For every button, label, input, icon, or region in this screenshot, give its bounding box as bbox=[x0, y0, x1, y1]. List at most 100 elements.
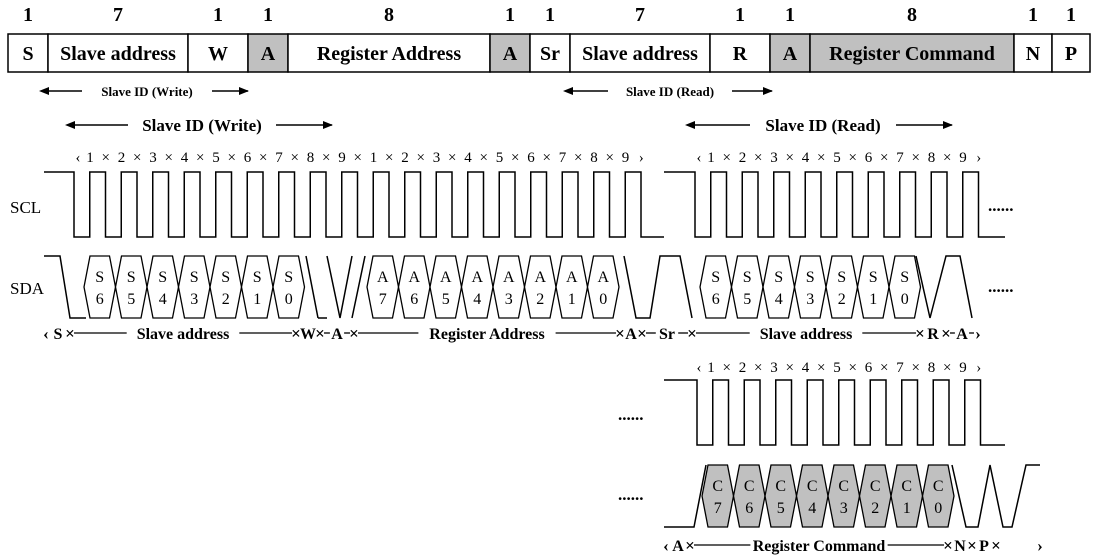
clock-count-labels: ‹1×2×3×4×5×6×7×8×9×1×2×3×4×5×6×7×8×9›‹1×… bbox=[76, 150, 982, 376]
frame-cell bbox=[187, 33, 249, 73]
sda-bit-letter: S bbox=[253, 269, 262, 286]
scl-waveform bbox=[44, 171, 664, 238]
segment-boundary: × bbox=[637, 324, 647, 343]
segment-label: Register Address bbox=[429, 326, 544, 343]
frame-cell bbox=[1013, 33, 1053, 73]
sda-bit-cell bbox=[827, 464, 861, 528]
sda-bit-index: 1 bbox=[903, 500, 911, 517]
clock-count-number: 9 bbox=[622, 150, 630, 166]
sda-bit-cell bbox=[83, 255, 117, 319]
scl-waveform bbox=[664, 379, 1005, 446]
sda-waveforms bbox=[44, 255, 1040, 528]
sda-bit-letter: S bbox=[127, 269, 136, 286]
count-separator: × bbox=[228, 150, 236, 166]
segment-boundary: × bbox=[915, 324, 925, 343]
clock-count-number: 4 bbox=[181, 150, 189, 166]
clock-count-number: 6 bbox=[527, 150, 535, 166]
big-arrow-write-label: Slave ID (Write) bbox=[142, 116, 262, 135]
clock-count-number: 6 bbox=[244, 150, 252, 166]
frame-bit-count: 1 bbox=[1066, 4, 1076, 26]
count-separator: × bbox=[943, 360, 951, 376]
ellipsis-cmd-scl: ...... bbox=[618, 405, 644, 424]
clock-count-number: 5 bbox=[833, 150, 841, 166]
count-separator: × bbox=[354, 150, 362, 166]
segment-boundary: × bbox=[687, 324, 697, 343]
sda-bit-letter: A bbox=[377, 269, 389, 286]
segment-boundary: ‹ bbox=[663, 536, 669, 555]
sda-bit-letter: S bbox=[806, 269, 815, 286]
frame-bit-count: 1 bbox=[263, 4, 273, 26]
sda-bit-index: 5 bbox=[127, 291, 135, 308]
sda-bit-index: 3 bbox=[190, 291, 198, 308]
frame-bit-count: 1 bbox=[785, 4, 795, 26]
count-open-bracket: ‹ bbox=[697, 360, 702, 376]
sda-bit-letter: A bbox=[503, 269, 515, 286]
clock-count-number: 7 bbox=[275, 150, 283, 166]
clock-count-number: 7 bbox=[559, 150, 567, 166]
sda-bit-cell bbox=[732, 464, 766, 528]
sda-bit-cell bbox=[921, 464, 955, 528]
segment-label: P bbox=[979, 538, 989, 555]
sda-bit-letter: S bbox=[221, 269, 230, 286]
frame-cell-label: A bbox=[261, 43, 276, 65]
frame-bit-count: 1 bbox=[213, 4, 223, 26]
sda-bit-letter: S bbox=[190, 269, 199, 286]
sda-bit-letter: A bbox=[408, 269, 420, 286]
sda-bit-letter: C bbox=[712, 478, 723, 495]
big-arrows: Slave ID (Write) Slave ID (Read) bbox=[65, 114, 953, 135]
frame-bit-count: 7 bbox=[635, 4, 645, 26]
sda-bit-cell bbox=[701, 464, 735, 528]
small-arrow-write-label: Slave ID (Write) bbox=[101, 84, 192, 99]
segment-label: Sr bbox=[659, 326, 675, 343]
sda-bit-index: 2 bbox=[838, 291, 846, 308]
sda-bit-cell bbox=[429, 255, 463, 319]
clock-count-number: 2 bbox=[118, 150, 126, 166]
count-separator: × bbox=[754, 360, 762, 376]
sda-bit-letter: S bbox=[95, 269, 104, 286]
ellipsis-cmd-sda: ...... bbox=[618, 485, 644, 504]
segment-boundary: × bbox=[943, 536, 953, 555]
clock-count-number: 7 bbox=[896, 360, 904, 376]
count-separator: × bbox=[817, 150, 825, 166]
count-separator: × bbox=[165, 150, 173, 166]
sda-bit-index: 7 bbox=[379, 291, 387, 308]
segment-label: R bbox=[927, 326, 939, 343]
count-separator: × bbox=[196, 150, 204, 166]
scl-label: SCL bbox=[10, 198, 41, 217]
sda-bit-index: 6 bbox=[410, 291, 418, 308]
clock-count-number: 8 bbox=[928, 150, 936, 166]
sda-bit-index: 4 bbox=[159, 291, 167, 308]
sda-waveform bbox=[44, 255, 973, 319]
frame-cell bbox=[287, 33, 491, 73]
count-open-bracket: ‹ bbox=[697, 150, 702, 166]
frame-cell bbox=[709, 33, 771, 73]
frame-cell-label: Slave address bbox=[582, 43, 698, 65]
sda-bit-letter: A bbox=[440, 269, 452, 286]
sda-cmd-waveform bbox=[664, 464, 1040, 528]
sda-bit-cell bbox=[762, 255, 796, 319]
frame-cell-label: W bbox=[208, 43, 228, 65]
sda-bit-letter: S bbox=[774, 269, 783, 286]
count-separator: × bbox=[102, 150, 110, 166]
segment-boundary: ‹ bbox=[43, 324, 49, 343]
sda-bit-letter: S bbox=[284, 269, 293, 286]
clock-count-number: 6 bbox=[865, 360, 873, 376]
count-separator: × bbox=[723, 150, 731, 166]
count-separator: × bbox=[912, 360, 920, 376]
sda-bit-index: 4 bbox=[775, 291, 783, 308]
count-open-bracket: ‹ bbox=[76, 150, 81, 166]
clock-count-number: 4 bbox=[464, 150, 472, 166]
sda-bit-letter: C bbox=[901, 478, 912, 495]
count-separator: × bbox=[448, 150, 456, 166]
sda-bit-index: 3 bbox=[806, 291, 814, 308]
sda-bit-index: 4 bbox=[808, 500, 816, 517]
count-separator: × bbox=[543, 150, 551, 166]
clock-count-number: 1 bbox=[707, 150, 715, 166]
sda-bit-letter: S bbox=[158, 269, 167, 286]
sda-bit-letter: S bbox=[711, 269, 720, 286]
count-separator: × bbox=[723, 360, 731, 376]
frame-cell-label: N bbox=[1026, 43, 1041, 65]
segment-boundary: × bbox=[685, 536, 695, 555]
frame-bit-count: 1 bbox=[505, 4, 515, 26]
